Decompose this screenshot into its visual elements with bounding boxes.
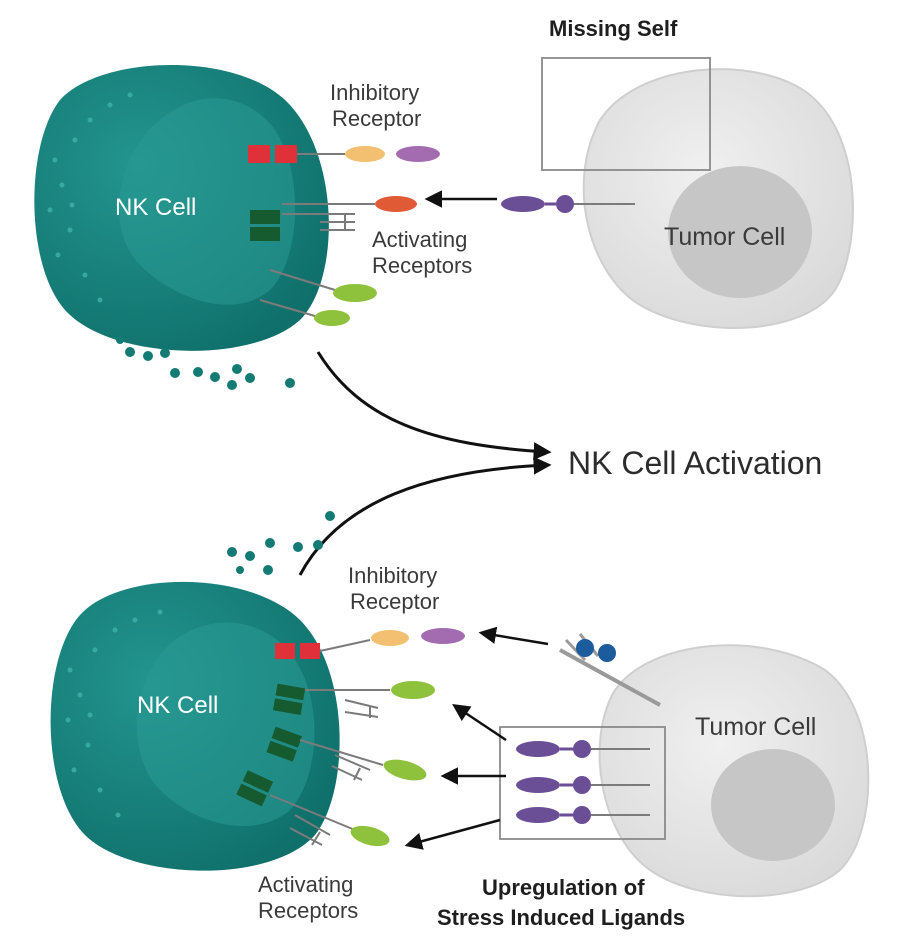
top-panel: Tumor Cell Missing Self NK Cell (34, 16, 854, 390)
nk-cell-top-label: NK Cell (115, 194, 196, 221)
inhibitory-receptor-bottom (275, 628, 465, 659)
arrow-ligand-3 (404, 818, 501, 850)
upregulation-line2: Stress Induced Ligands (437, 905, 685, 930)
inhibitory-top-line1: Inhibitory (330, 80, 419, 105)
bottom-panel: Tumor Cell NK Cell (50, 511, 870, 930)
stress-ligands-box (499, 726, 666, 840)
granules-top (47, 92, 133, 303)
upregulation-line1: Upregulation of (482, 875, 645, 900)
tumor-cell-bottom-label: Tumor Cell (695, 713, 816, 741)
tumor-cell-top: Tumor Cell (582, 68, 854, 329)
curve-arrow-top (316, 351, 552, 461)
activating-receptors-bottom (236, 681, 435, 847)
inhibitory-bottom-line2: Receptor (350, 589, 439, 614)
stress-ligand-3 (516, 806, 650, 824)
missing-self-box (541, 57, 711, 171)
tumor-cell-bottom: Tumor Cell (598, 644, 870, 898)
tumor-nucleus-bottom (711, 749, 835, 861)
secreted-granules-bottom (227, 511, 335, 575)
tumor-ligand-top (501, 195, 635, 213)
inhibitory-bottom-line1: Inhibitory (348, 563, 437, 588)
activating-bottom-line2: Receptors (258, 898, 358, 923)
granules-bottom (65, 609, 163, 818)
stress-ligand-1 (516, 740, 650, 758)
activating-receptors-top (250, 196, 417, 326)
missing-self-label: Missing Self (549, 16, 678, 41)
activating-top-line1: Activating (372, 227, 467, 252)
activating-top-line2: Receptors (372, 253, 472, 278)
mhc-ligand-bottom (559, 633, 661, 707)
curve-arrow-bottom (298, 456, 552, 576)
arrow-ligand-1 (452, 704, 507, 742)
stress-ligand-2 (516, 776, 650, 794)
activating-bottom-line1: Activating (258, 872, 353, 897)
activation-arrows (298, 351, 552, 576)
nk-nucleus-bottom (137, 622, 315, 827)
inhibitory-top-line2: Receptor (332, 106, 421, 131)
arrow-mhc-to-inhibitory (478, 626, 549, 646)
nk-cell-bottom: NK Cell (50, 581, 340, 871)
secreted-granules-top (116, 336, 295, 390)
stress-ligands (516, 740, 650, 824)
tumor-nucleus-top (668, 166, 812, 298)
nk-cell-bottom-label: NK Cell (137, 692, 218, 719)
tumor-cell-top-label: Tumor Cell (664, 223, 785, 251)
inhibitory-receptor-top (248, 145, 440, 163)
nk-activation-label: NK Cell Activation (568, 445, 822, 481)
